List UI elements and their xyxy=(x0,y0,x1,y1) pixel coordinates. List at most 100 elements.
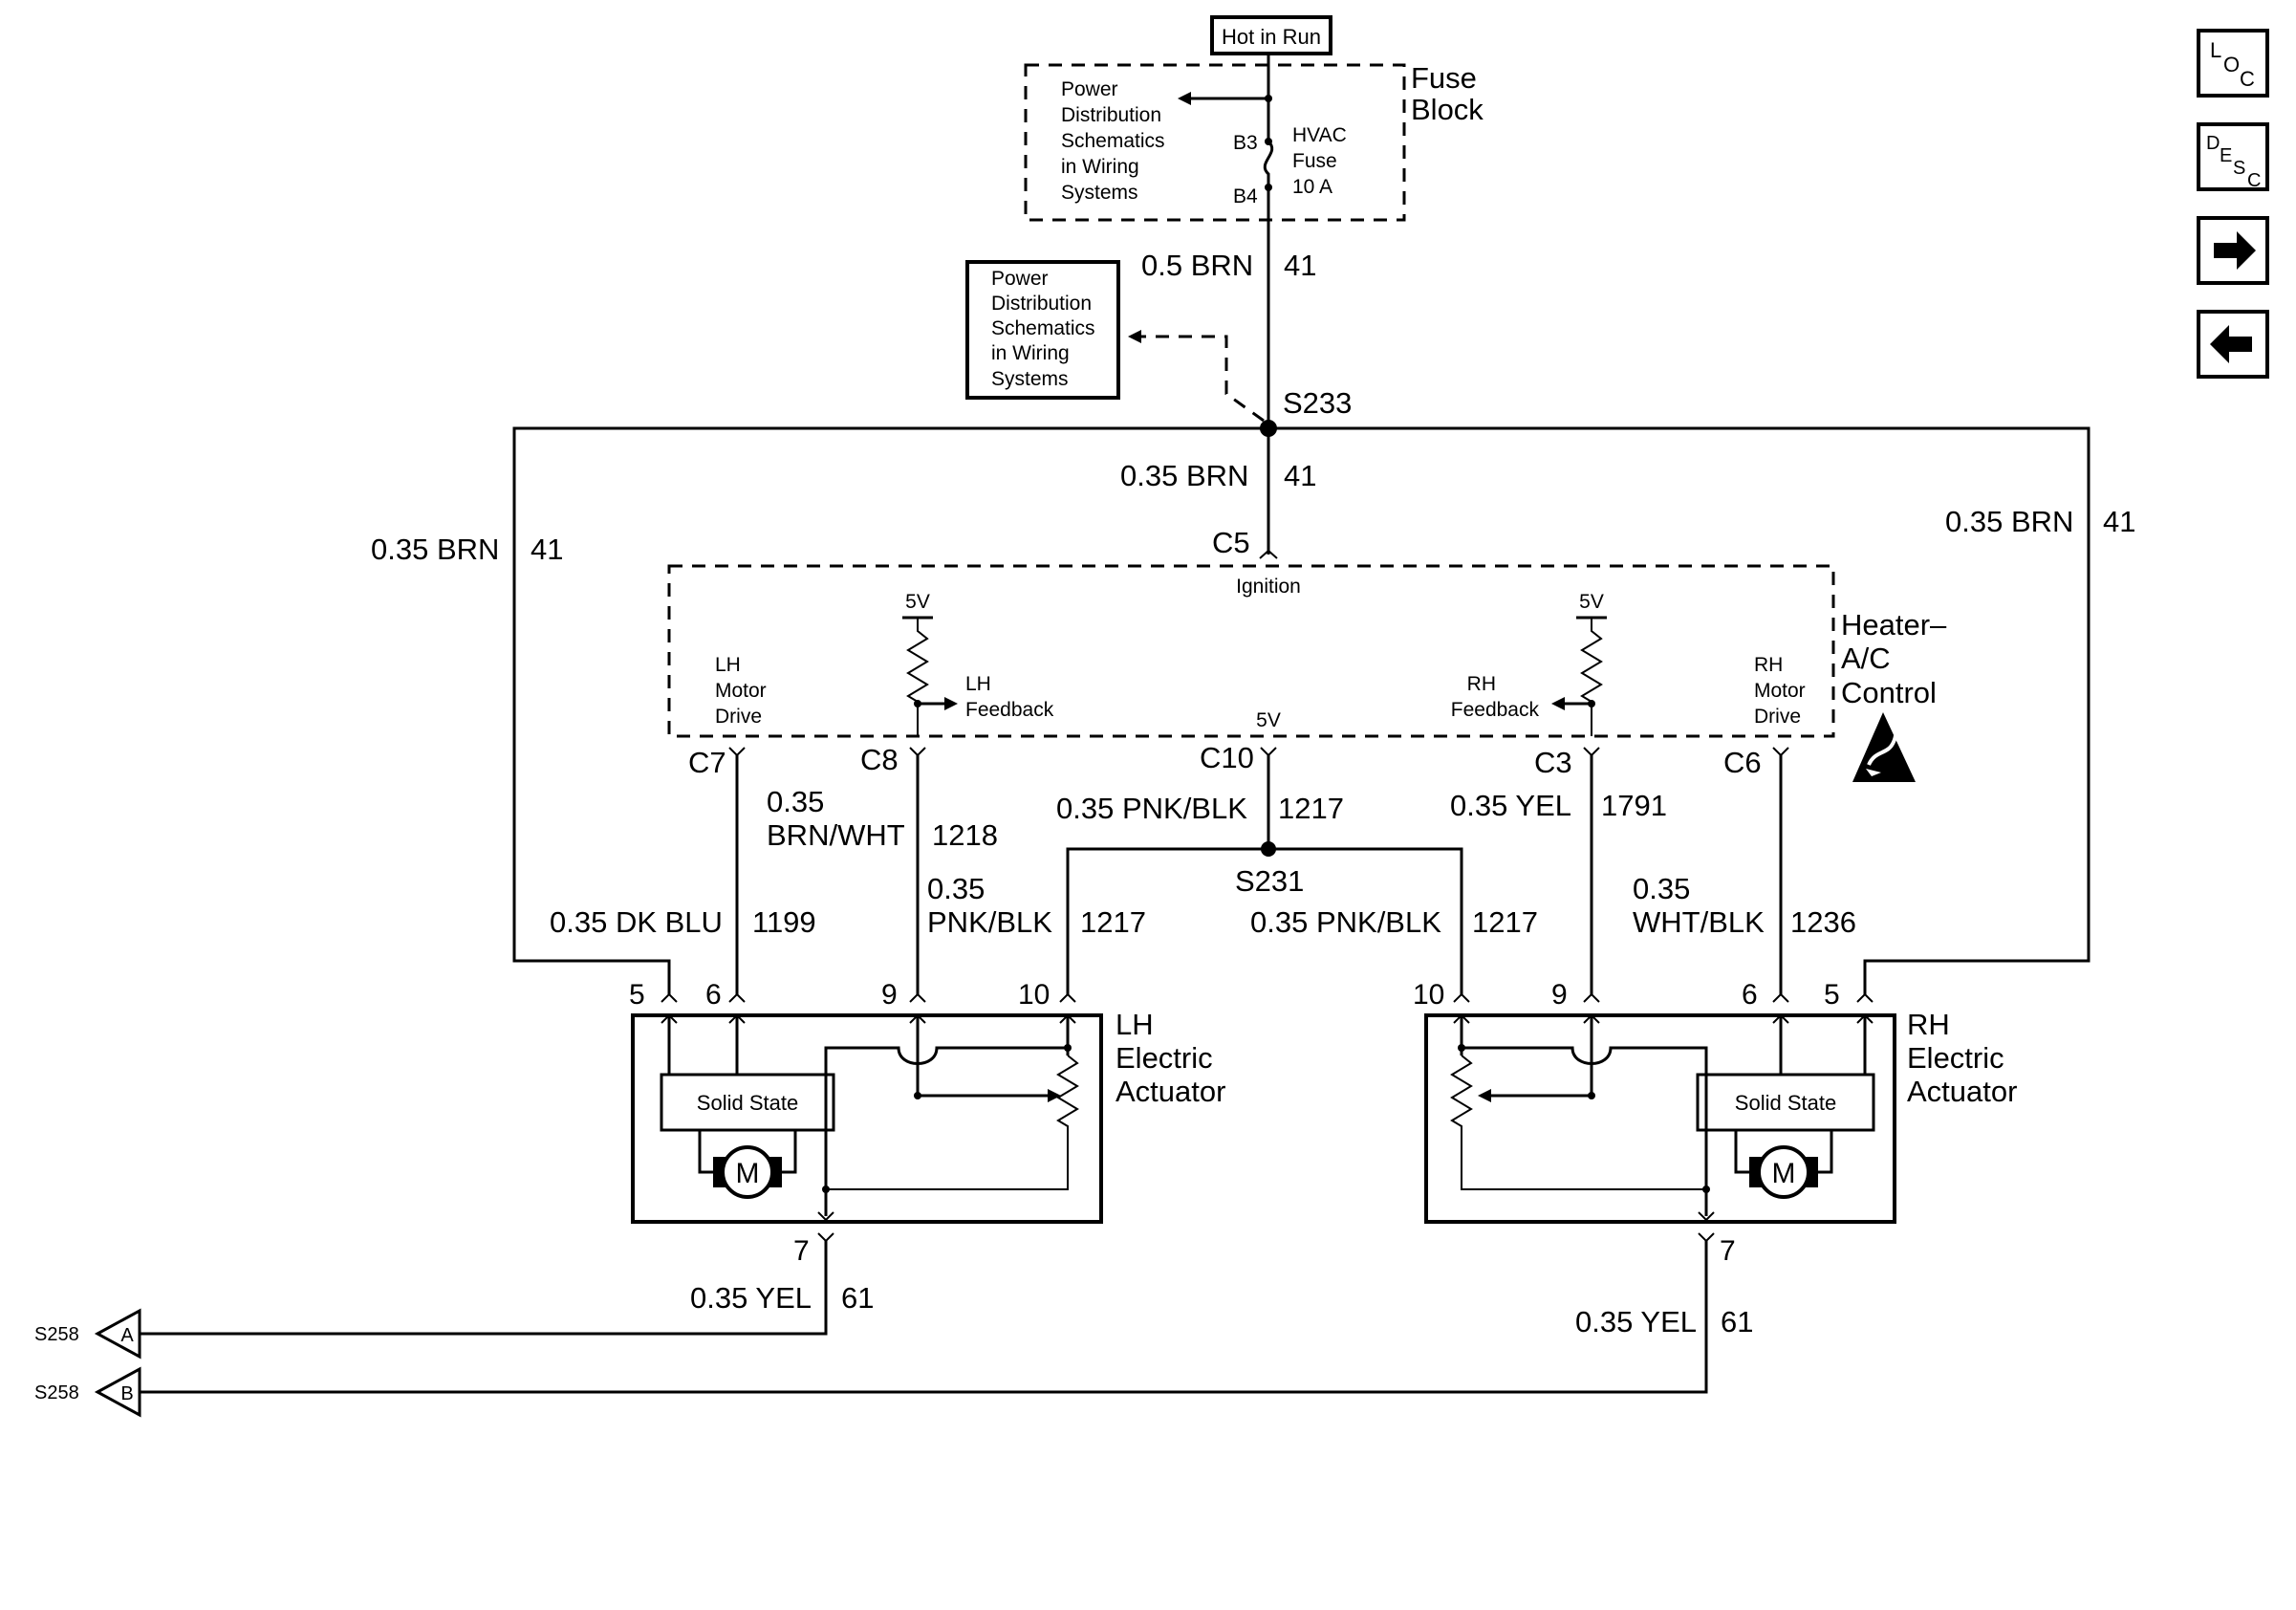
wire-gauge: BRN/WHT xyxy=(767,818,905,852)
desc-button[interactable]: D E S C xyxy=(2197,122,2269,191)
wire-gauge: WHT/BLK xyxy=(1633,905,1765,939)
wire-circuit: 1217 xyxy=(1278,792,1344,825)
power-dist-text: Systems xyxy=(991,368,1069,390)
wire-circuit: 1217 xyxy=(1080,905,1146,939)
next-button[interactable] xyxy=(2197,216,2269,285)
lh-motor-drive: Motor xyxy=(715,680,767,702)
fuse-block-label: Fuse xyxy=(1411,61,1477,95)
power-dist-text: Power xyxy=(1061,78,1118,100)
arrow-left-icon xyxy=(1478,1089,1491,1102)
lh-electric-actuator: 5 6 9 10 LH Electric Actuator Solid Stat… xyxy=(629,979,1225,1267)
pin-9: 9 xyxy=(1551,979,1568,1011)
control-name: Heater– xyxy=(1841,608,1947,642)
wire-gauge: 0.35 xyxy=(1633,872,1690,905)
actuator-name: RH xyxy=(1907,1008,1950,1041)
solid-state-label: Solid State xyxy=(1735,1091,1836,1115)
pin-9: 9 xyxy=(881,979,898,1011)
v5-label: 5V xyxy=(905,591,930,613)
wire-gauge: 0.35 PNK/BLK xyxy=(1056,792,1247,825)
fuse-name: HVAC xyxy=(1292,124,1347,146)
fuse-pin-b3: B3 xyxy=(1233,132,1258,154)
offpage-letter: A xyxy=(120,1325,134,1346)
wire-circuit: 61 xyxy=(841,1281,874,1315)
power-dist-text: Schematics xyxy=(1061,130,1165,152)
loc-letter: C xyxy=(2240,67,2255,91)
rh-motor-drive: RH xyxy=(1754,654,1783,676)
power-dist-text: Distribution xyxy=(991,293,1092,315)
connector-c3: C3 xyxy=(1534,746,1572,779)
pin-10: 10 xyxy=(1413,979,1444,1011)
wire-gauge: 0.35 YEL xyxy=(1450,789,1571,822)
prev-button[interactable] xyxy=(2197,310,2269,379)
wire-gauge: 0.35 DK BLU xyxy=(550,905,723,939)
arrow-right-icon xyxy=(2214,231,2256,270)
pin-10: 10 xyxy=(1018,979,1050,1011)
arrow-left-icon xyxy=(1178,92,1191,105)
fuse-name: 10 A xyxy=(1292,176,1332,198)
actuator-name: Actuator xyxy=(1907,1075,2017,1108)
loc-letter: O xyxy=(2223,53,2240,76)
wire-circuit: 41 xyxy=(2103,505,2135,538)
pin-5: 5 xyxy=(629,979,645,1011)
wire-gauge: 0.35 BRN xyxy=(1945,505,2073,538)
wire-gauge: 0.35 YEL xyxy=(1575,1305,1697,1338)
wire-circuit: 1236 xyxy=(1790,905,1856,939)
lh-feedback: LH xyxy=(965,673,991,695)
rh-feedback: RH xyxy=(1467,673,1496,695)
lh-motor-drive: LH xyxy=(715,654,741,676)
loc-letter: L xyxy=(2210,38,2221,62)
wire-circuit: 41 xyxy=(531,533,563,566)
desc-letter: S xyxy=(2233,158,2245,179)
fuse-block-label-2: Block xyxy=(1411,93,1484,126)
motor-label: M xyxy=(1772,1158,1796,1189)
resistor-icon xyxy=(1580,618,1603,736)
wire-gauge: 0.35 YEL xyxy=(690,1281,812,1315)
fuse-symbol xyxy=(1263,140,1274,187)
hot-in-run-label: Hot in Run xyxy=(1222,25,1321,49)
wire-gauge: 0.5 BRN xyxy=(1141,249,1253,282)
control-name: A/C xyxy=(1841,642,1891,675)
rh-motor-drive: Drive xyxy=(1754,706,1801,728)
v5-label: 5V xyxy=(1579,591,1604,613)
wire-gauge: PNK/BLK xyxy=(927,905,1052,939)
rh-motor-drive: Motor xyxy=(1754,680,1806,702)
lh-motor-drive: Drive xyxy=(715,706,762,728)
solid-state-label: Solid State xyxy=(697,1091,798,1115)
connector-c5: C5 xyxy=(1212,526,1250,559)
wire-circuit: 61 xyxy=(1721,1305,1753,1338)
splice-s258-label: S258 xyxy=(34,1382,79,1403)
splice-label-s233: S233 xyxy=(1283,386,1352,420)
fuse-name: Fuse xyxy=(1292,150,1337,172)
heater-ac-control: Heater– A/C Control Ignition C5 LH Motor… xyxy=(667,526,1947,782)
motor-icon xyxy=(721,1145,774,1199)
wire-gauge: 0.35 BRN xyxy=(371,533,499,566)
power-dist-text: in Wiring xyxy=(1061,156,1139,178)
actuator-name: LH xyxy=(1116,1008,1154,1041)
connector-c8: C8 xyxy=(860,743,899,776)
arrow-right-icon xyxy=(944,697,958,710)
wire-gauge: 0.35 PNK/BLK xyxy=(1250,905,1441,939)
connector-c10: C10 xyxy=(1200,741,1254,774)
actuator-name: Electric xyxy=(1116,1041,1213,1075)
wire-circuit: 1217 xyxy=(1472,905,1538,939)
loc-button[interactable]: L O C xyxy=(2197,29,2269,98)
fuse-pin-b4: B4 xyxy=(1233,185,1258,207)
offpage-letter: B xyxy=(120,1383,133,1404)
motor-icon xyxy=(1757,1145,1810,1199)
wire-gauge: 0.35 BRN xyxy=(1120,459,1248,492)
motor-label: M xyxy=(736,1158,760,1189)
hot-in-run-box: Hot in Run xyxy=(1210,15,1332,55)
actuator-name: Actuator xyxy=(1116,1075,1225,1108)
connector-c6: C6 xyxy=(1723,746,1762,779)
desc-letter: E xyxy=(2220,145,2232,166)
control-connectors: C7 C8 C10 C3 C6 xyxy=(688,741,1789,994)
arrow-left-icon xyxy=(1128,330,1141,343)
wire-gauge: 0.35 xyxy=(767,785,824,818)
offpage-connector-a: A S258 xyxy=(34,1308,141,1360)
resistor-icon xyxy=(906,618,929,736)
arrow-left-icon xyxy=(2210,325,2252,363)
resistor-icon xyxy=(826,1055,1079,1190)
splice-s258-label: S258 xyxy=(34,1324,79,1345)
rh-feedback: Feedback xyxy=(1451,699,1540,721)
